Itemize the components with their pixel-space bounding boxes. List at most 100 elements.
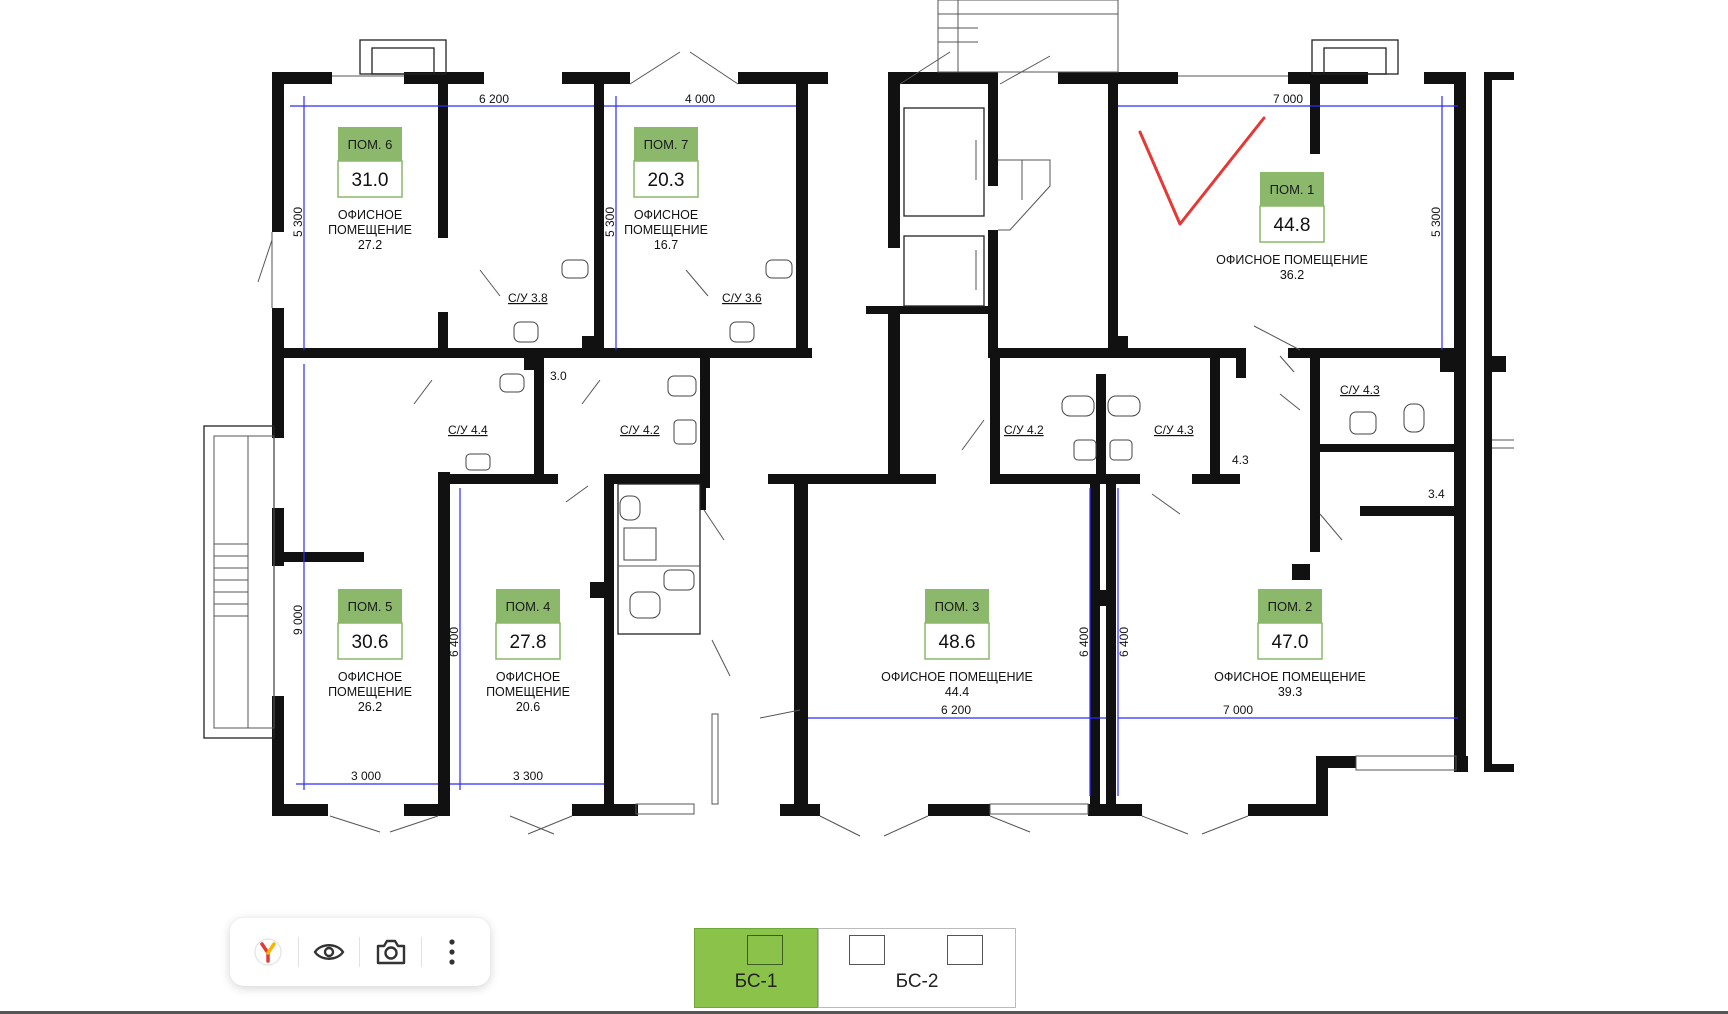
eye-icon <box>313 944 345 960</box>
sanitary-fixtures <box>465 259 1425 619</box>
room-number-badge <box>1258 589 1322 623</box>
dim-label: 6 200 <box>941 703 971 717</box>
room-area-value: 30.6 <box>352 632 389 653</box>
checkmark-icon <box>1138 116 1266 226</box>
dim-label: 6 400 <box>1077 627 1091 657</box>
room-number-badge <box>1260 172 1324 206</box>
dimension-lines <box>290 96 1458 796</box>
dim-label: 7 000 <box>1273 92 1303 106</box>
walls <box>272 72 1514 816</box>
bathroom-label: С/У 4.3 <box>1154 423 1194 437</box>
room-area-box <box>495 622 561 660</box>
room-number-label: ПОМ. 4 <box>506 599 551 614</box>
room-type-label: ПОМЕЩЕНИЕ <box>328 223 412 237</box>
room-net-area: 44.4 <box>945 685 969 699</box>
room-type-label: ПОМЕЩЕНИЕ <box>624 223 708 237</box>
bathroom-label: С/У 3.8 <box>508 291 548 305</box>
view-button[interactable] <box>303 926 355 978</box>
room-type-label: ОФИСНОЕ <box>496 670 560 684</box>
room-type-label: ОФИСНОЕ ПОМЕЩЕНИЕ <box>1216 253 1368 267</box>
room-number-label: ПОМ. 2 <box>1268 599 1313 614</box>
room-type-label: ОФИСНОЕ ПОМЕЩЕНИЕ <box>1214 670 1366 684</box>
section-tab[interactable]: БС-2 <box>818 928 1016 1008</box>
section-tab-active[interactable]: БС-1 <box>694 928 818 1008</box>
yandex-browser-icon <box>254 938 282 966</box>
bottom-divider <box>0 1011 1728 1014</box>
yandex-browser-button[interactable] <box>242 926 294 978</box>
dim-label: 6 400 <box>1117 627 1131 657</box>
dim-label: 3 000 <box>351 769 381 783</box>
room-type-label: ПОМЕЩЕНИЕ <box>486 685 570 699</box>
room-number-label: ПОМ. 7 <box>644 137 689 152</box>
room-net-area: 39.3 <box>1278 685 1302 699</box>
thin-details <box>203 0 1514 837</box>
area-label: 4.3 <box>1232 453 1249 467</box>
room-number-badge <box>925 589 989 623</box>
room-number-badge <box>634 127 698 161</box>
room-net-area: 27.2 <box>358 238 382 252</box>
section-tab-label: БС-1 <box>734 971 778 992</box>
room-number-badge <box>338 127 402 161</box>
room-type-label: ПОМЕЩЕНИЕ <box>328 685 412 699</box>
camera-icon <box>376 939 405 965</box>
room-number-label: ПОМ. 5 <box>348 599 393 614</box>
room-area-value: 27.8 <box>510 632 547 653</box>
bathroom-label: С/У 3.6 <box>722 291 762 305</box>
room-number-badge <box>496 589 560 623</box>
room-area-box <box>337 160 403 198</box>
room-type-label: ОФИСНОЕ ПОМЕЩЕНИЕ <box>881 670 1033 684</box>
room-area-box <box>337 622 403 660</box>
dim-label: 4 000 <box>685 92 715 106</box>
room-net-area: 20.6 <box>516 700 540 714</box>
dim-label: 3 300 <box>513 769 543 783</box>
screenshot-button[interactable] <box>365 926 417 978</box>
room-area-box <box>1259 205 1325 243</box>
room-area-box <box>1257 622 1323 660</box>
room-type-label: ОФИСНОЕ <box>338 670 402 684</box>
more-options-button[interactable] <box>426 926 478 978</box>
bathroom-label: С/У 4.4 <box>448 423 488 437</box>
room-area-value: 47.0 <box>1272 632 1309 653</box>
toolbar-separator <box>420 937 422 967</box>
room-number-label: ПОМ. 1 <box>1270 182 1315 197</box>
area-label: 3.4 <box>1428 487 1445 501</box>
more-vertical-icon <box>449 939 455 965</box>
room-area-value: 20.3 <box>648 170 685 191</box>
room-area-value: 48.6 <box>939 632 976 653</box>
dim-label: 5 300 <box>291 207 305 237</box>
area-label: 3.0 <box>550 369 567 383</box>
section-thumbnail-icon <box>849 935 885 965</box>
room-type-label: ОФИСНОЕ <box>338 208 402 222</box>
toolbar-separator <box>359 937 361 967</box>
dim-label: 5 300 <box>603 207 617 237</box>
bathroom-label: С/У 4.2 <box>1004 423 1044 437</box>
room-area-value: 31.0 <box>352 170 389 191</box>
bathroom-label: С/У 4.2 <box>620 423 660 437</box>
room-type-label: ОФИСНОЕ <box>634 208 698 222</box>
section-thumbnail-icon <box>947 935 983 965</box>
room-net-area: 26.2 <box>358 700 382 714</box>
dim-label: 6 400 <box>447 627 461 657</box>
section-tab-label: БС-2 <box>895 971 939 992</box>
room-area-box <box>633 160 699 198</box>
dim-label: 7 000 <box>1223 703 1253 717</box>
dim-label: 5 300 <box>1429 207 1443 237</box>
bathroom-labels: С/У 3.8 С/У 3.6 С/У 4.4 С/У 4.2 С/У 4.2 … <box>448 291 1445 501</box>
viewer-toolbar <box>230 918 490 986</box>
room-number-badge <box>338 589 402 623</box>
toolbar-separator <box>298 937 300 967</box>
room-area-value: 44.8 <box>1274 215 1311 236</box>
dim-label: 9 000 <box>291 605 305 635</box>
dimension-labels: 6 200 4 000 7 000 5 300 5 300 5 300 9 00… <box>291 92 1443 783</box>
room-number-label: ПОМ. 6 <box>348 137 393 152</box>
room-net-area: 16.7 <box>654 238 678 252</box>
dim-label: 6 200 <box>479 92 509 106</box>
